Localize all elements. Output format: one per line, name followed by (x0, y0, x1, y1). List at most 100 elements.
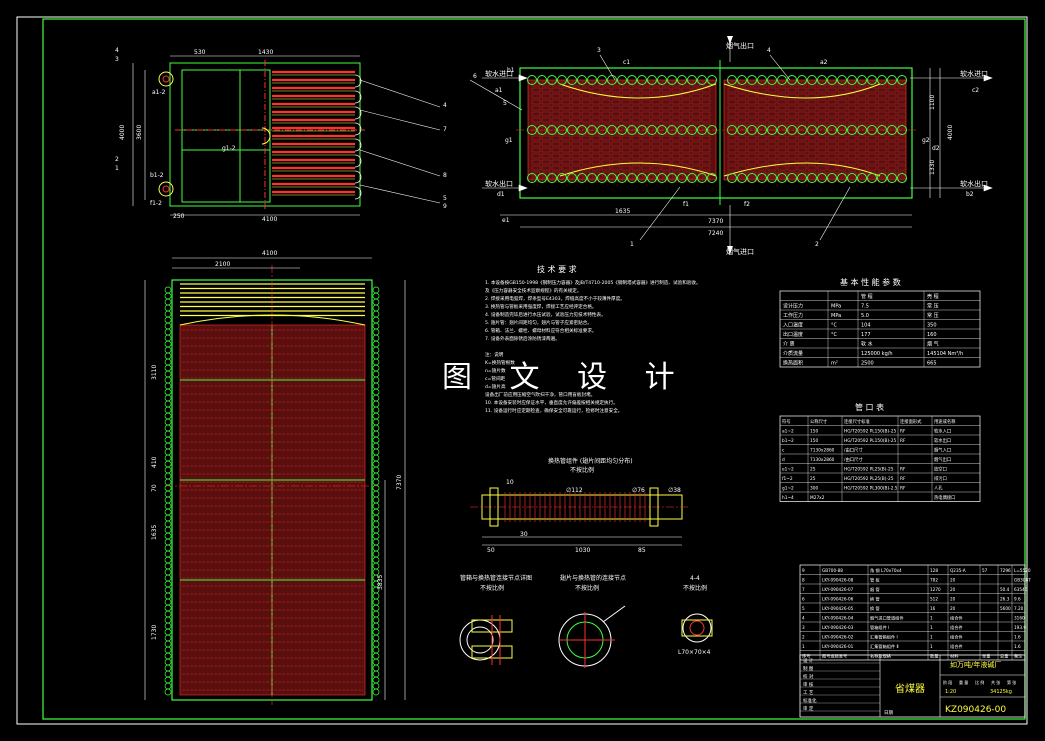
section1-title: 管箱与换热管连接节点详图 (460, 574, 532, 582)
fin (817, 153, 827, 159)
fin (747, 117, 757, 123)
fin (701, 135, 711, 141)
header-tube (777, 173, 787, 183)
bom-cell: LKY-090426-04 (822, 616, 854, 621)
angle-note: L70×70×4 (678, 649, 711, 656)
bom-cell: 63546 (1014, 587, 1028, 592)
fin (767, 117, 777, 123)
fin (541, 159, 551, 165)
callout-4-a: 4 (115, 47, 119, 54)
section2-drawing (558, 605, 626, 668)
header-tube (647, 75, 657, 85)
dim-4000-side: 4000 (947, 125, 954, 140)
label-flue-out: 烟气出口 (726, 41, 754, 50)
fin (777, 171, 787, 177)
side-header-right (372, 430, 380, 438)
tech-line: 5. 翅片管：翅片间距均匀，翅片与管子应紧密贴合。 (485, 319, 592, 326)
fin (727, 99, 737, 105)
fin (571, 153, 581, 159)
header-tube (857, 75, 867, 85)
fin (551, 111, 561, 117)
fin (767, 171, 777, 177)
param-cell: 104 (861, 323, 871, 329)
fin (611, 105, 621, 111)
fin (737, 135, 747, 141)
side-header-left (164, 574, 172, 582)
header-tube (667, 75, 677, 85)
side-header-right (372, 454, 380, 462)
fin (601, 117, 611, 123)
side-header-left (164, 412, 172, 420)
fin (631, 153, 641, 159)
fin (737, 117, 747, 123)
fin (641, 141, 651, 147)
side-header-left (164, 340, 172, 348)
fin (651, 87, 661, 93)
fin (621, 159, 631, 165)
fin (571, 165, 581, 171)
fin (671, 159, 681, 165)
fin (701, 99, 711, 105)
side-header-left (164, 334, 172, 342)
bom-cell: 7 (802, 587, 805, 592)
nozzle-cell: RF (900, 476, 906, 482)
header-tube (707, 75, 717, 85)
title-left-label: 制 图 (803, 665, 814, 672)
side-header-left (164, 454, 172, 462)
fin (887, 123, 897, 129)
fin (747, 171, 757, 177)
fin (767, 81, 777, 87)
fin (691, 99, 701, 105)
fin (737, 123, 747, 129)
detail-dim-1030: 1030 (575, 547, 590, 554)
param-cell: 145104 Nm³/h (927, 351, 963, 357)
dim-1330-side: 1330 (929, 160, 936, 175)
fin (887, 111, 897, 117)
fin (691, 135, 701, 141)
fin (847, 81, 857, 87)
nozzle-cell: HG/T20592 PL25(B)-25 (844, 467, 894, 473)
title-weight: 34125kg (990, 689, 1012, 695)
fin (847, 93, 857, 99)
side-header-right (372, 460, 380, 468)
fin (857, 117, 867, 123)
fin (837, 153, 847, 159)
fin (837, 117, 847, 123)
fin (691, 153, 701, 159)
fin (591, 87, 601, 93)
header-tube (737, 75, 747, 85)
fin (727, 147, 737, 153)
tech-line: n=翅片数 (485, 367, 506, 374)
callout-1-b: 1 (630, 241, 634, 248)
fin (817, 111, 827, 117)
dim-7370-plan: 7370 (396, 475, 403, 490)
bom-cell: LKY-090426-08 (822, 578, 854, 583)
fin (767, 87, 777, 93)
dim-4100-left: 4100 (262, 216, 277, 223)
dim-2100: 2100 (215, 261, 230, 268)
fin (887, 165, 897, 171)
side-header-right (372, 664, 380, 672)
fin (671, 135, 681, 141)
fin (661, 141, 671, 147)
fin (797, 171, 807, 177)
label-water-in-left: 软水进口 (485, 69, 513, 78)
fin (591, 99, 601, 105)
fin (531, 117, 541, 123)
fin (827, 111, 837, 117)
fin (857, 159, 867, 165)
side-header-left (164, 628, 172, 636)
fin (551, 165, 561, 171)
param-cell: 工作压力 (783, 312, 803, 319)
bom-cell: 7.20 (1014, 606, 1024, 611)
fin (847, 111, 857, 117)
fin (641, 105, 651, 111)
fin (827, 99, 837, 105)
header-tube (897, 75, 907, 85)
fin (857, 171, 867, 177)
inner-border (42, 18, 1026, 720)
fin (777, 105, 787, 111)
side-header-left (164, 508, 172, 516)
watermark: 图 文 设 计 (442, 360, 689, 395)
